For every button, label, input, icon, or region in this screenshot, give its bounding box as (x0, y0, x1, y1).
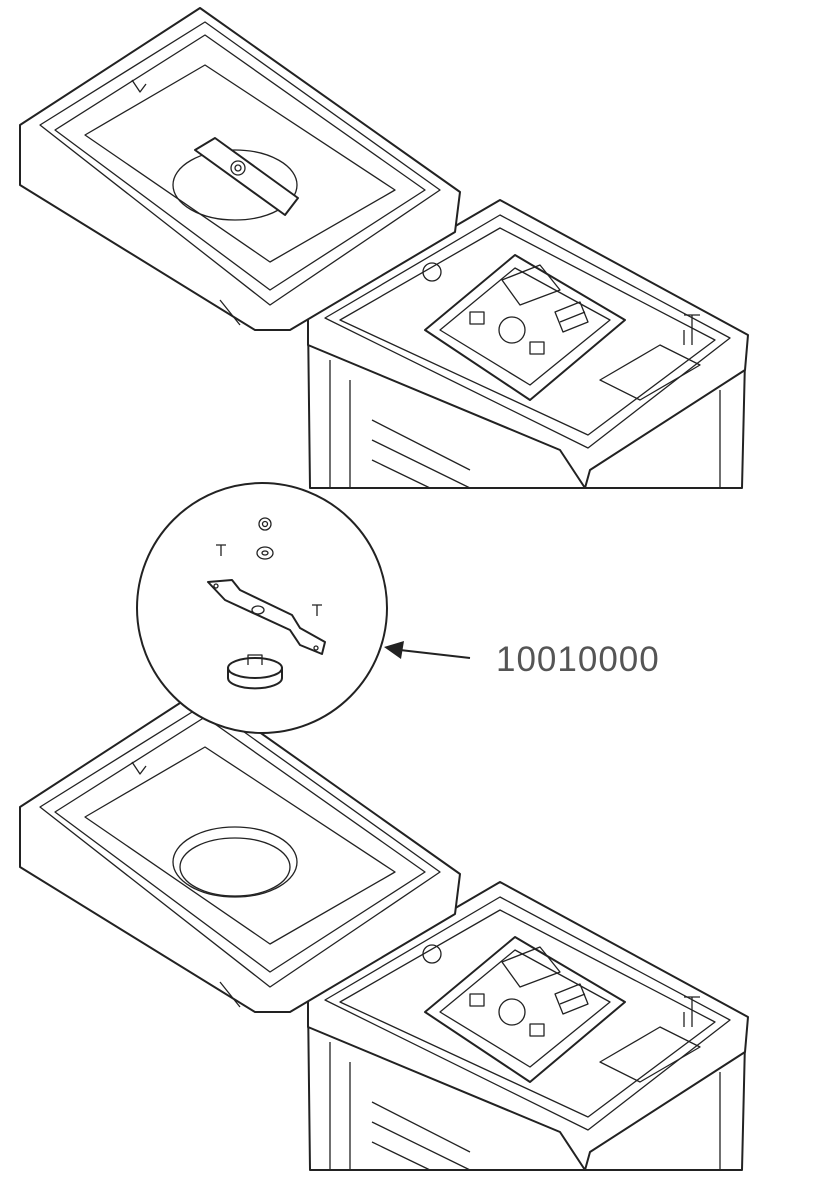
screw (216, 544, 226, 556)
part-number-label: 10010000 (496, 640, 660, 679)
lid-opening (172, 826, 298, 898)
callout-arrow (384, 641, 471, 659)
nut (258, 517, 272, 531)
detail-circle (136, 482, 388, 734)
magnet-knob (227, 654, 283, 690)
top-enclosure (19, 7, 749, 489)
washer (256, 546, 274, 560)
screw (312, 604, 322, 616)
lid-bracket-installed (172, 137, 299, 221)
mounting-bracket (207, 579, 326, 655)
bottom-enclosure (19, 689, 749, 1171)
